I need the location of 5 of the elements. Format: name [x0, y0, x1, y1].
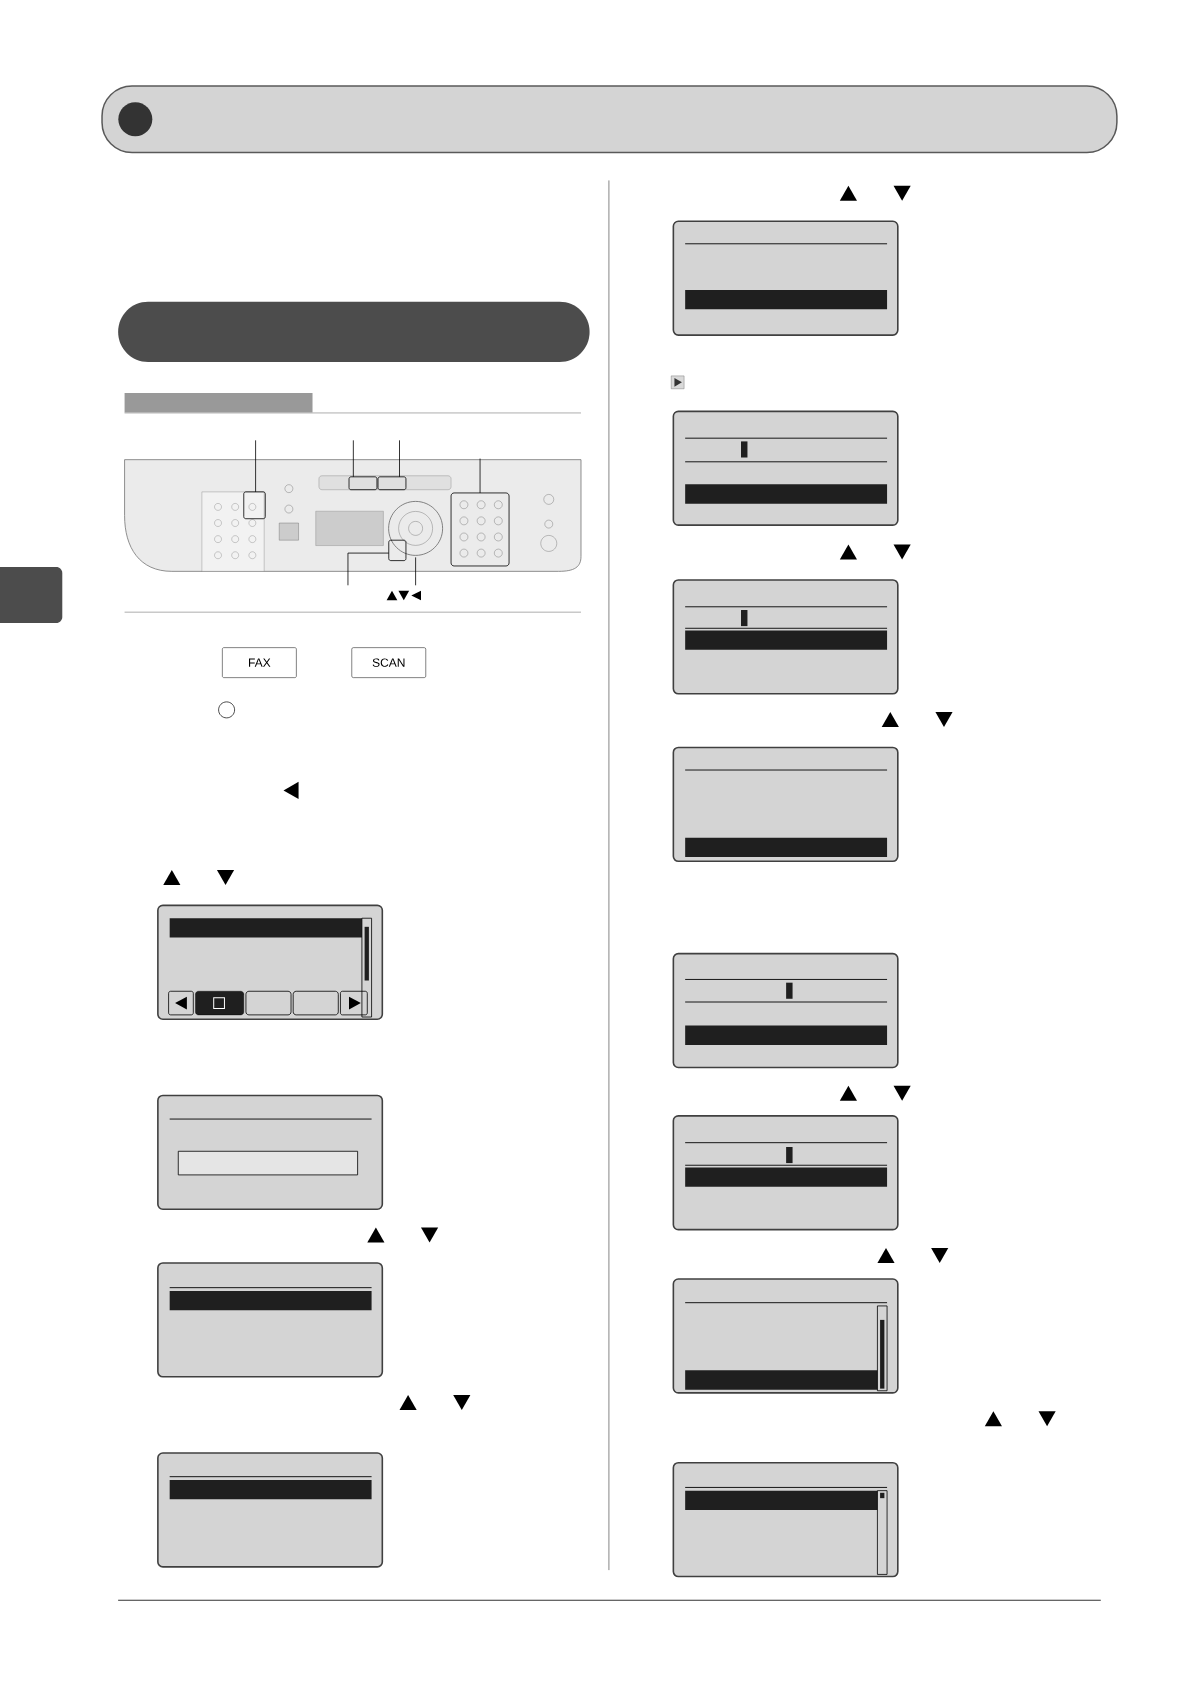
- key-button: SCAN: [351, 647, 427, 678]
- section-banner: [118, 301, 590, 362]
- subheading-bar: [124, 393, 313, 413]
- key-button: FAX: [222, 647, 297, 678]
- title-banner: [101, 85, 1118, 154]
